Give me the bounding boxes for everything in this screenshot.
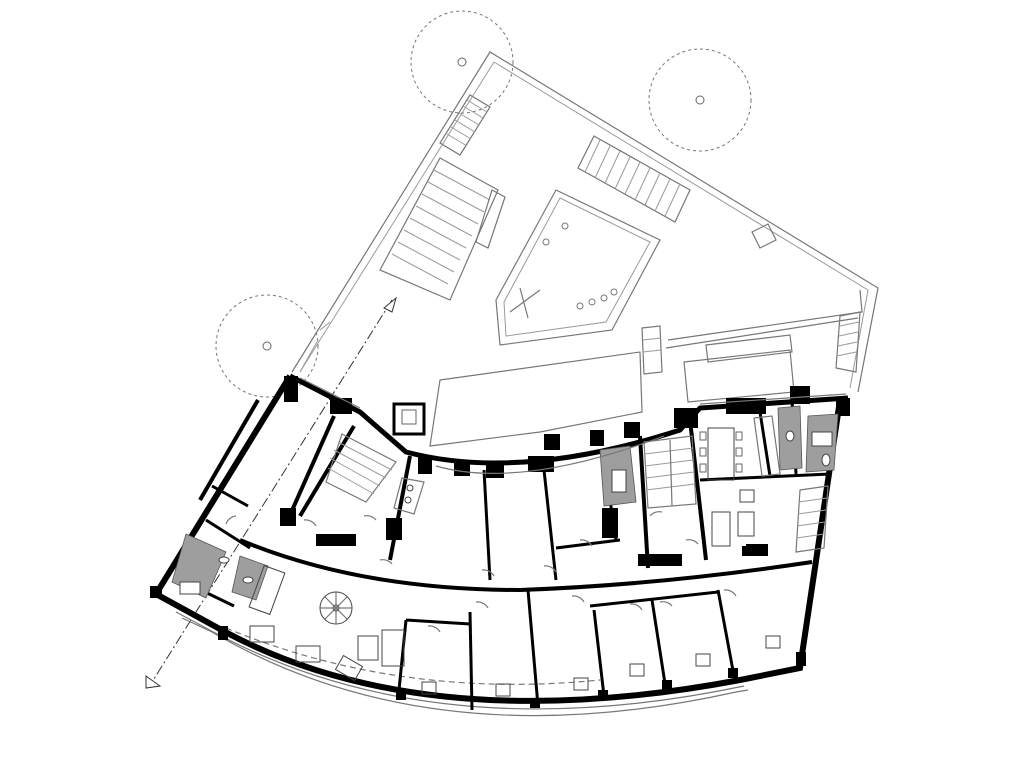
pergola (577, 135, 691, 223)
outer-facade-wall (151, 374, 843, 704)
playground (495, 189, 661, 346)
kitchen-unit (393, 415, 781, 515)
furniture (248, 427, 781, 697)
tree-icon (648, 48, 752, 152)
lift-shaft (392, 402, 426, 436)
building (150, 373, 850, 717)
section-marker-icon (383, 296, 397, 313)
section-marker-icon (145, 675, 162, 689)
courtyard-stair-top (439, 94, 491, 156)
courtyard-lawn (429, 351, 643, 447)
courtyard-benches (641, 223, 863, 403)
structural-piers (150, 376, 850, 708)
section-line (145, 296, 397, 689)
windows (299, 377, 847, 474)
stairwell-left (325, 433, 397, 503)
spiral-staircase-icon (319, 591, 353, 625)
site-courtyard (291, 51, 879, 447)
balcony-edge (181, 617, 749, 717)
tree-icon (215, 294, 319, 398)
door-swings (225, 511, 737, 633)
courtyard-terrace-steps (379, 157, 506, 301)
stairwell-centre (643, 435, 697, 509)
stairwell-right (795, 485, 829, 553)
corridor-wall (239, 538, 813, 593)
bathrooms (171, 405, 839, 601)
